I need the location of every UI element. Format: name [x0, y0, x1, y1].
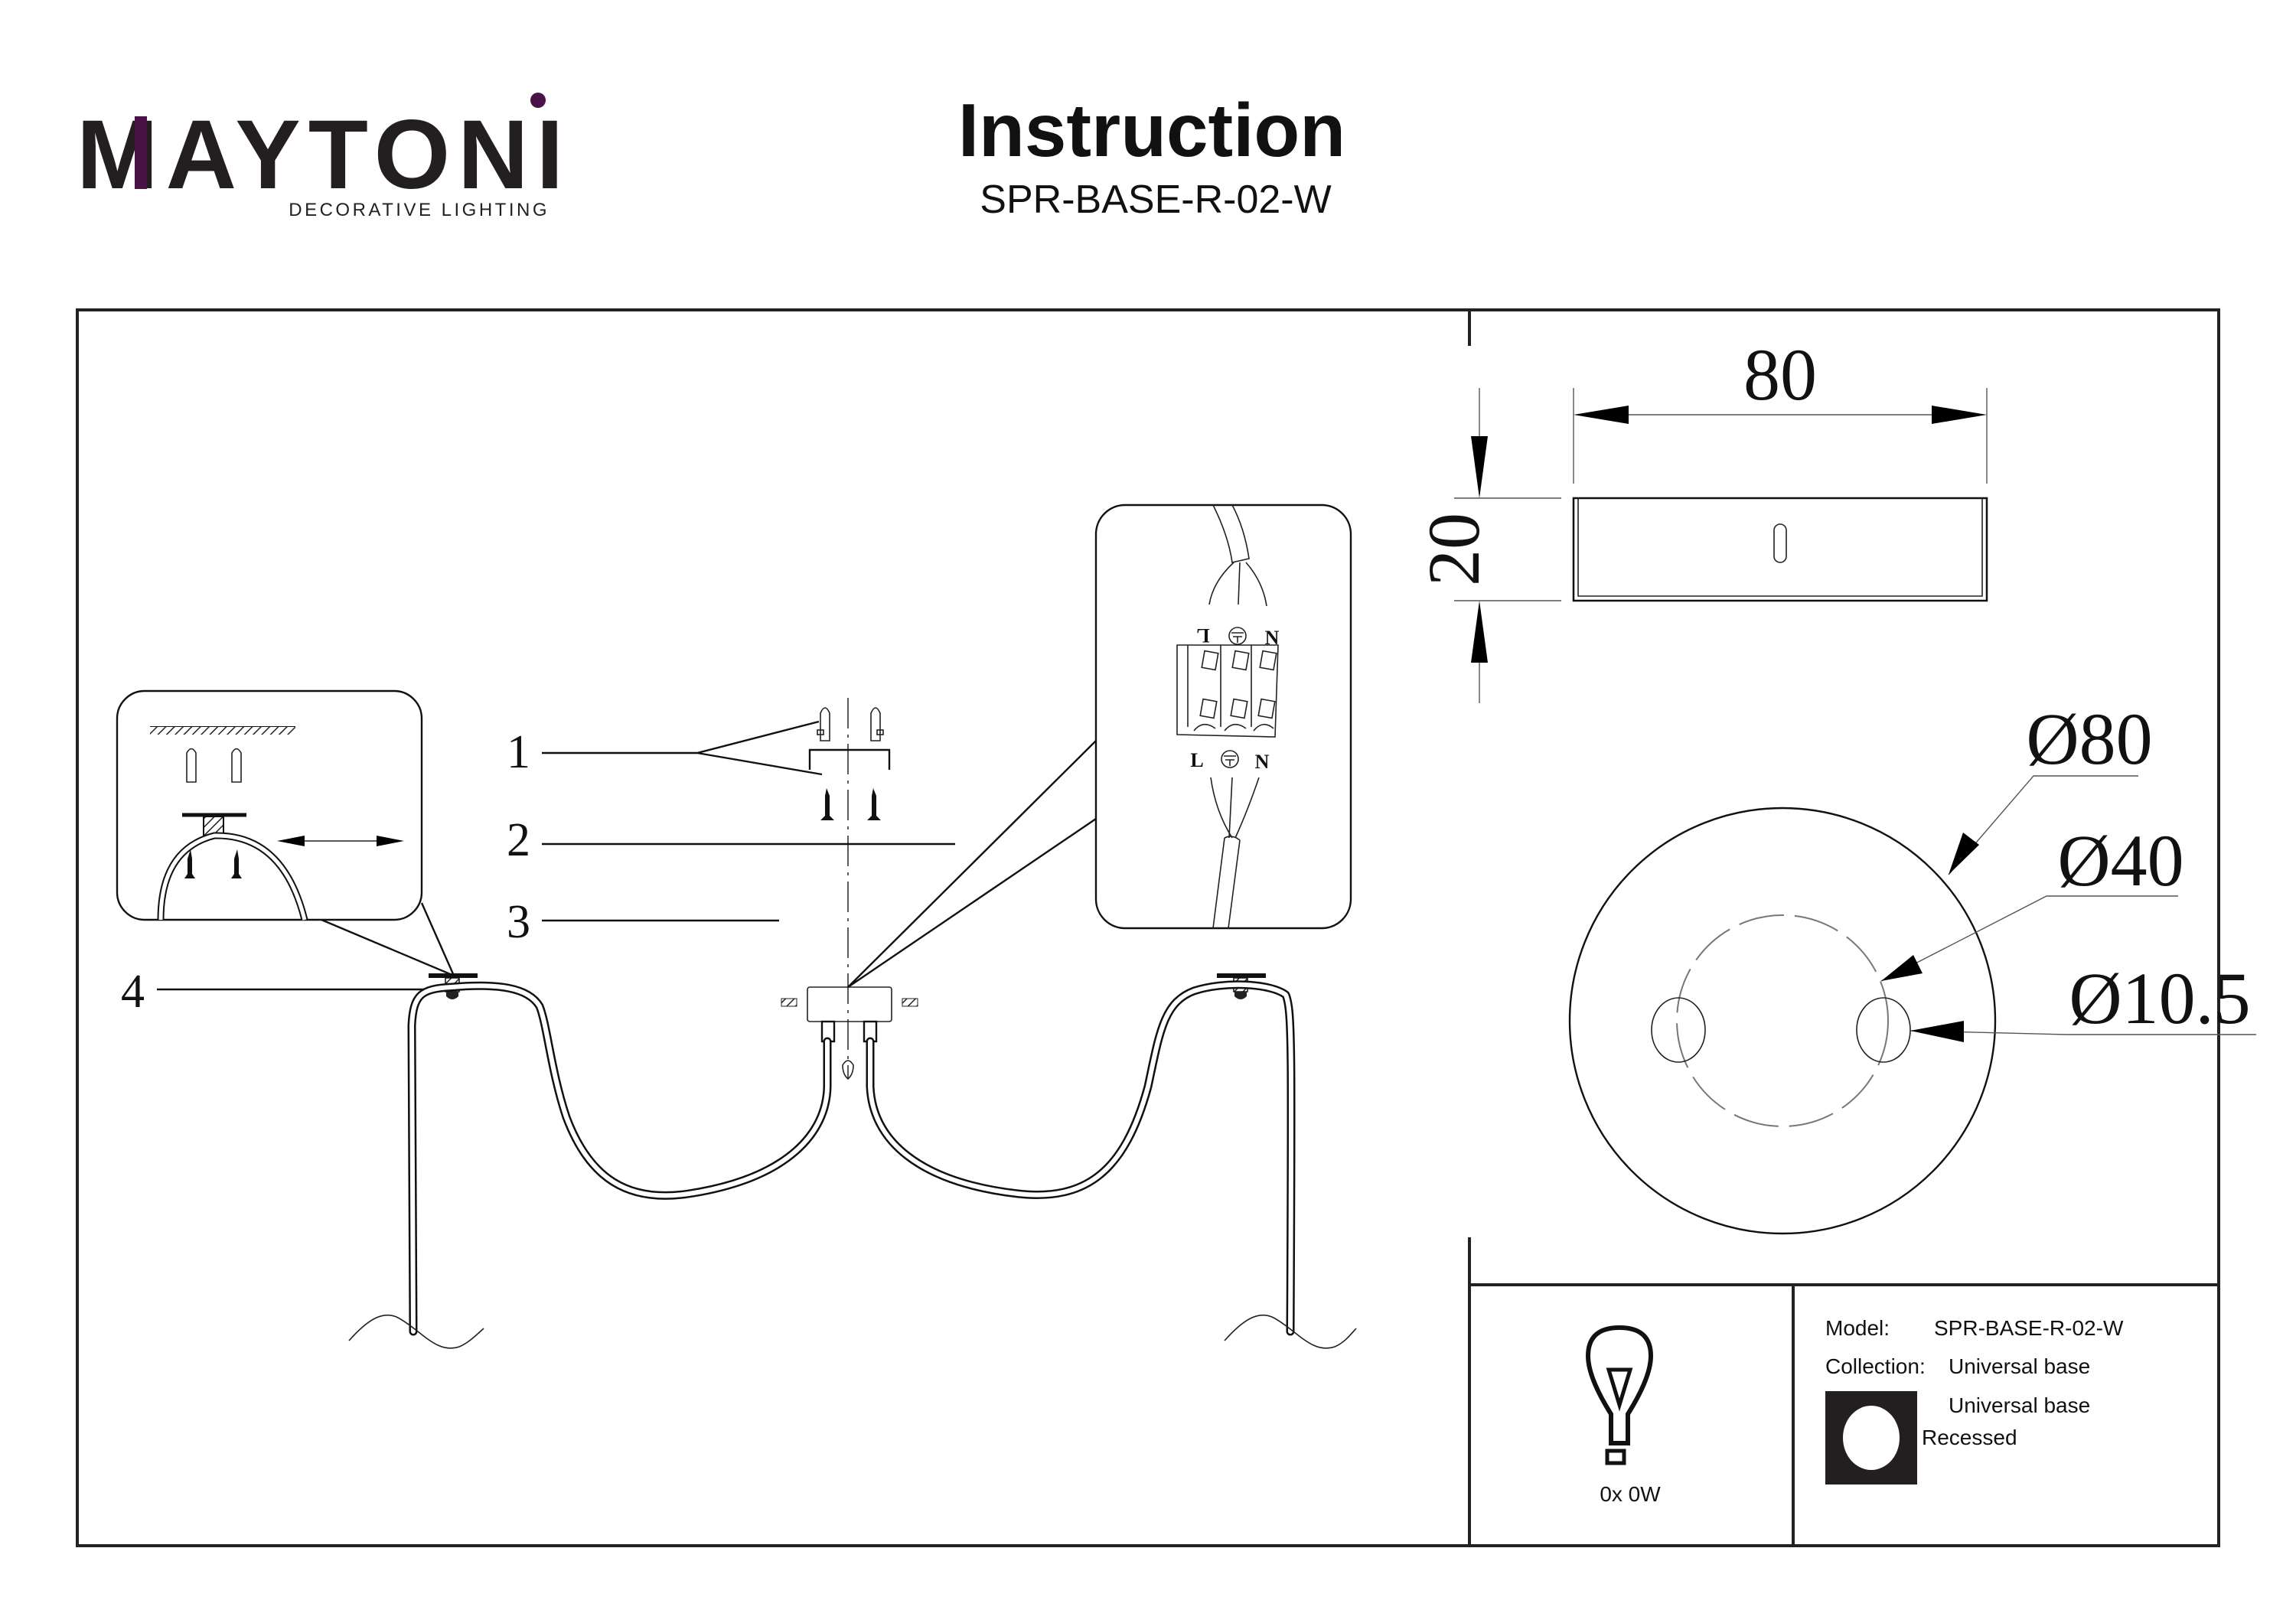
dimension-hole-diameter: Ø10.5 — [2069, 957, 2250, 1039]
dimension-bolt-circle: Ø40 — [2057, 820, 2183, 901]
slot-icon — [1773, 523, 1787, 563]
double-arrow-icon — [277, 836, 404, 846]
plumb-bob-icon — [842, 1060, 854, 1080]
terminal-label-bottom-n: N — [1255, 751, 1270, 773]
callout-number-3: 3 — [507, 896, 530, 948]
earth-icon — [1221, 750, 1239, 768]
model-code: SPR-BASE-R-02-W — [980, 178, 1331, 222]
suspension-cable-right — [866, 980, 1296, 1336]
terminal-label-top-n: N — [1265, 627, 1280, 649]
model-value: SPR-BASE-R-02-W — [1934, 1316, 2124, 1340]
terminal-label-bottom-l: L — [1190, 749, 1203, 771]
brand-accent-dot — [530, 93, 546, 108]
canopy-base — [781, 986, 918, 1043]
callout-number-4: 4 — [121, 966, 145, 1018]
side-view-drawing: 80 20 — [1413, 334, 1988, 703]
brand-tagline: DECORATIVE LIGHTING — [289, 200, 550, 220]
lamp-rating: 0x 0W — [1600, 1482, 1661, 1506]
top-view-drawing: Ø80 Ø40 Ø10.5 — [1568, 698, 2256, 1235]
earth-icon — [1228, 627, 1247, 645]
cable-break-right — [1224, 1314, 1357, 1349]
outer-circle — [1568, 807, 1997, 1235]
mounting-hole-left — [1651, 997, 1706, 1063]
brand-name: MAYTONI — [77, 100, 571, 210]
brand-logo: MAYTONI DECORATIVE LIGHTING — [77, 93, 571, 220]
dimension-width-label: 80 — [1743, 334, 1817, 416]
mount-type: Recessed — [1922, 1426, 2017, 1449]
type-name: Universal base — [1949, 1393, 2090, 1417]
suspension-cable-left — [407, 981, 832, 1336]
bolt-circle — [1676, 914, 1889, 1127]
hook-install-detail — [116, 689, 456, 978]
dimension-outer-diameter: Ø80 — [2026, 698, 2152, 780]
wall-plug-icon — [186, 748, 242, 783]
callout-leader-1 — [542, 720, 823, 776]
recessed-mount-icon — [1825, 1391, 1917, 1484]
terminal-block-detail: L N L N — [847, 504, 1352, 988]
mounting-hole-right — [1856, 997, 1911, 1063]
assembly-diagram: 1 2 3 4 L N — [116, 504, 1357, 1349]
screw-icon — [184, 849, 242, 878]
drawing-frame — [76, 308, 2220, 1547]
collection-value: Universal base — [1949, 1354, 2090, 1378]
callout-number-1: 1 — [507, 726, 530, 778]
dimension-height-label: 20 — [1413, 513, 1495, 586]
side-view-outline — [1572, 497, 1988, 602]
callout-number-2: 2 — [507, 814, 530, 866]
light-bulb-icon — [1585, 1325, 1654, 1465]
brand-accent-bar — [135, 116, 147, 189]
page-title: Instruction — [958, 88, 1345, 172]
wall-plug-icon — [817, 707, 884, 741]
mounting-bracket-icon — [808, 748, 891, 770]
title-block: 0x 0W Model: SPR-BASE-R-02-W Collection:… — [1468, 1237, 2220, 1546]
model-label: Model: — [1825, 1316, 1890, 1340]
screw-icon — [820, 788, 881, 820]
collection-label: Collection: — [1825, 1354, 1926, 1378]
terminal-label-top-l: L — [1196, 624, 1209, 647]
cable-break-left — [348, 1314, 484, 1349]
